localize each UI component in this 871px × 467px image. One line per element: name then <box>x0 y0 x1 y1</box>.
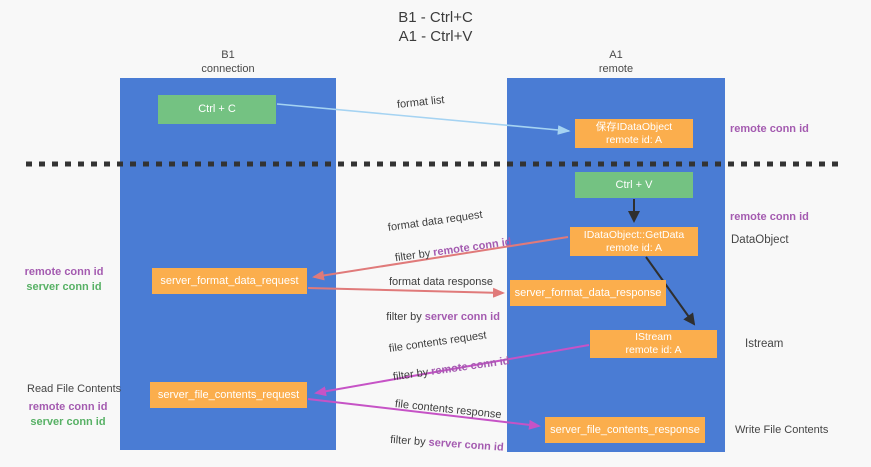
annotation-b1-server-conn-id-2: server conn id <box>30 416 106 428</box>
node-save-idataobject-line2: remote id: A <box>605 133 663 146</box>
node-server-format-data-response: server_format_data_response <box>510 280 666 306</box>
annotation-b1-conn-ids-1: remote conn id server conn id <box>22 265 106 295</box>
node-istream: IStream remote id: A <box>590 330 717 358</box>
node-save-idataobject-line1: 保存IDataObject <box>595 120 673 133</box>
annotation-b1-conn-ids-2: remote conn id server conn id <box>26 400 110 430</box>
lane-a1-name: A1 <box>609 49 623 61</box>
edge-label-format-list: format list <box>396 94 446 111</box>
title-line-1: B1 - Ctrl+C <box>398 9 473 26</box>
title-line-2: A1 - Ctrl+V <box>398 28 473 45</box>
annotation-dataobject: DataObject <box>731 234 789 246</box>
node-server-file-contents-response: server_file_contents_response <box>545 417 705 443</box>
annotation-b1-remote-conn-id-2: remote conn id <box>28 401 108 413</box>
filter-by-text: filter by <box>386 311 425 323</box>
lane-b1-name: B1 <box>221 49 235 61</box>
node-istream-line2: remote id: A <box>625 344 682 356</box>
arrow-format-data-response <box>307 287 505 298</box>
node-idataobject-getdata: IDataObject::GetData remote id: A <box>570 227 698 256</box>
lane-a1-role: remote <box>598 63 634 75</box>
annotation-read-file-contents: Read File Contents <box>27 383 122 395</box>
node-getdata-line2: remote id: A <box>605 241 663 254</box>
node-istream-line1: IStream <box>635 331 672 343</box>
node-format-response-label: server_format_data_response <box>514 286 662 299</box>
remote-conn-id-text: remote conn id <box>430 355 511 378</box>
node-ctrl-v: Ctrl + V <box>575 172 693 198</box>
annotation-b1-server-conn-id: server conn id <box>26 281 102 293</box>
node-format-request-label: server_format_data_request <box>160 274 299 287</box>
node-file-request-label: server_file_contents_request <box>157 388 300 401</box>
filter-by-text: filter by <box>392 365 433 384</box>
lane-b1-role: connection <box>201 63 255 75</box>
server-conn-id-text: server conn id <box>428 436 505 454</box>
server-conn-id-text: server conn id <box>424 311 500 323</box>
annotation-istream: Istream <box>745 338 784 350</box>
filter-by-text: filter by <box>389 433 430 449</box>
lane-header-a1: A1 remote <box>507 48 725 76</box>
edge-label-filter-server-1: filter by server conn id <box>374 299 500 335</box>
remote-conn-id-text: remote conn id <box>432 236 513 259</box>
lane-header-b1: B1 connection <box>120 48 336 76</box>
filter-by-text: filter by <box>394 246 435 265</box>
diagram-title: B1 - Ctrl+C A1 - Ctrl+V <box>0 8 871 46</box>
annotation-remote-conn-id-top: remote conn id <box>730 123 809 135</box>
node-ctrl-v-label: Ctrl + V <box>615 178 653 191</box>
node-getdata-line1: IDataObject::GetData <box>583 228 685 241</box>
edge-label-format-data-response: format data response <box>389 276 493 288</box>
annotation-remote-conn-id-dataobject: remote conn id <box>730 211 809 223</box>
node-ctrl-c-label: Ctrl + C <box>198 103 236 115</box>
annotation-b1-remote-conn-id: remote conn id <box>24 266 104 278</box>
node-server-file-contents-request: server_file_contents_request <box>150 382 307 408</box>
node-file-response-label: server_file_contents_response <box>550 423 700 436</box>
edge-label-filter-server-2: filter by server conn id <box>377 421 505 466</box>
node-ctrl-c: Ctrl + C <box>158 95 276 124</box>
node-server-format-data-request: server_format_data_request <box>152 268 307 294</box>
edge-label-file-contents-response: file contents response <box>394 398 503 422</box>
node-save-idataobject: 保存IDataObject remote id: A <box>575 119 693 148</box>
annotation-write-file-contents: Write File Contents <box>735 424 829 436</box>
